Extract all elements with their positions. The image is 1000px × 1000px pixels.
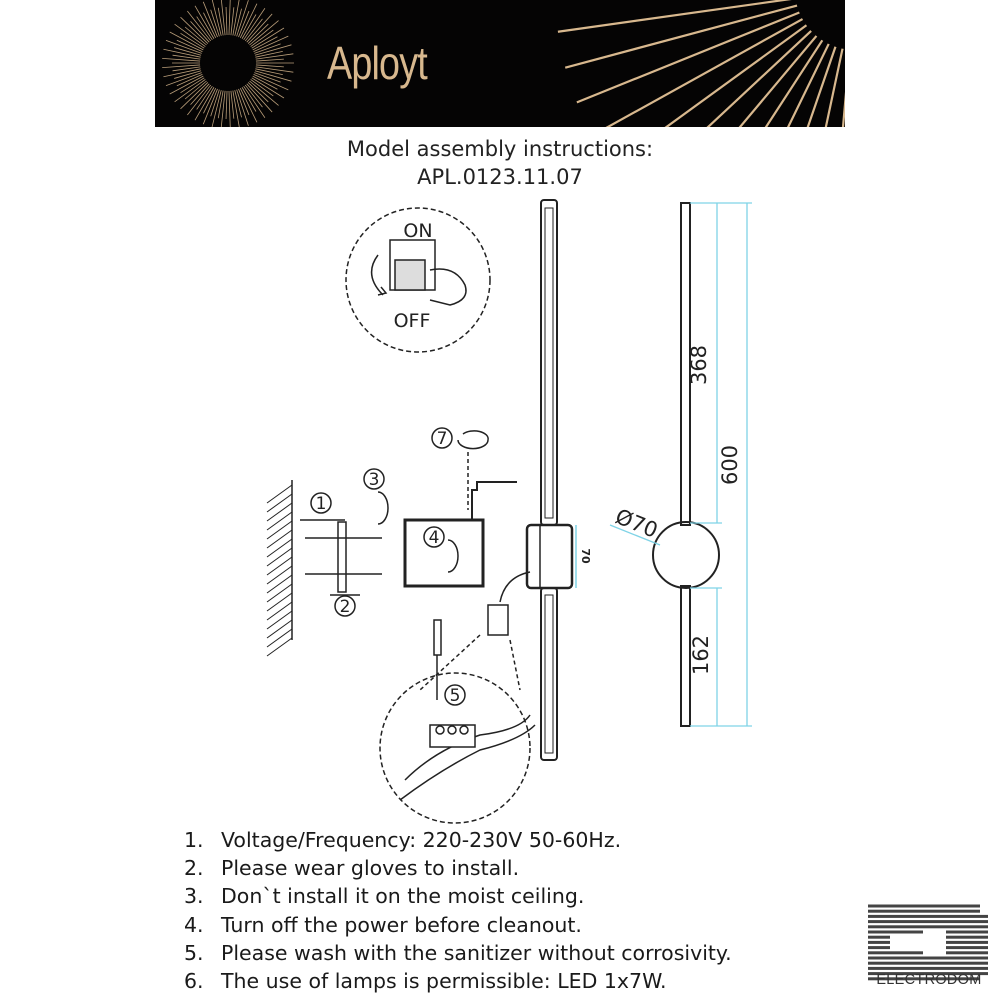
dimension-diameter: Ø70 <box>612 504 661 542</box>
switch-off-label: OFF <box>394 310 431 332</box>
note-text: Turn off the power before cleanout. <box>221 912 582 937</box>
canopy-plate <box>403 518 485 588</box>
electrodom-watermark-text: ELECTRODOM <box>876 972 982 988</box>
note-text: Voltage/Frequency: 220-230V 50-60Hz. <box>221 828 622 852</box>
note-number: 3. <box>184 884 204 909</box>
notes-list: 1.Voltage/Frequency: 220-230V 50-60Hz.2.… <box>184 826 732 995</box>
brand-logo: Aployt <box>327 37 428 89</box>
brand-banner: Aployt <box>155 0 845 127</box>
note-text: Don`t install it on the moist ceiling. <box>221 884 585 909</box>
step-1: 1 <box>316 494 327 514</box>
step-7: 7 <box>437 429 448 449</box>
dimension-view: 368 600 162 Ø70 <box>609 202 752 727</box>
model-number: APL.0123.11.07 <box>417 165 583 189</box>
note-number: 6. <box>184 969 204 994</box>
step-3: 3 <box>369 470 380 490</box>
note-number: 4. <box>184 912 204 937</box>
electrodom-watermark-logo <box>868 904 988 981</box>
wall <box>266 480 293 657</box>
title-line-1: Model assembly instructions: <box>346 137 654 161</box>
note-item: 5. Please wash with the sanitizer without… <box>184 939 732 967</box>
dimension-368: 368 <box>687 345 711 385</box>
note-number: 2. <box>184 856 204 881</box>
step-2: 2 <box>340 597 351 617</box>
switch-detail: ON OFF <box>345 207 491 353</box>
step-4: 4 <box>429 528 440 548</box>
note-text: Please wash with the sanitizer without c… <box>221 940 732 965</box>
note-item: 3. Don`t install it on the moist ceiling. <box>184 882 732 910</box>
note-item: 6. The use of lamps is permissible: LED 1… <box>184 967 732 995</box>
wiring-detail <box>379 604 536 824</box>
note-text: The use of lamps is permissible: LED 1x7… <box>221 969 667 994</box>
note-item: 2. Please wear gloves to install. <box>184 854 732 882</box>
step-5: 5 <box>450 686 461 706</box>
dimension-162: 162 <box>689 635 713 675</box>
note-item: 1. Voltage/Frequency: 220-230V 50-60Hz. <box>184 826 732 854</box>
note-item: 4. Turn off the power before cleanout. <box>184 911 732 939</box>
mount-height-dimension: 70 <box>579 548 592 564</box>
lamp-side-view: 70 <box>499 199 592 761</box>
note-text: Please wear gloves to install. <box>221 856 520 881</box>
mounting-plate <box>337 521 347 593</box>
sunburst-decoration <box>162 0 845 127</box>
note-number: 5. <box>184 940 204 965</box>
dimension-600: 600 <box>718 445 742 485</box>
switch-on-label: ON <box>403 220 432 242</box>
note-number: 1. <box>184 828 204 852</box>
assembly-diagram: ON OFF 1 2 3 4 5 7 70 <box>266 199 752 824</box>
